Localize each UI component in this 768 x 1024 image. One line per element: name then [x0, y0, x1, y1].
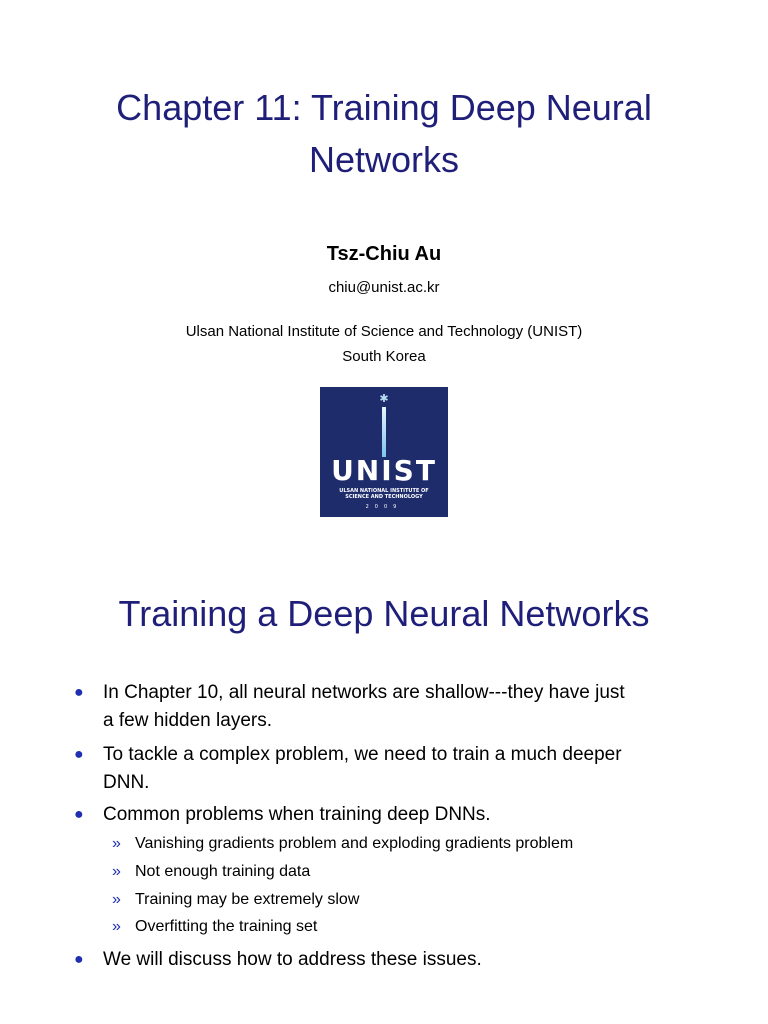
author-email: chiu@unist.ac.kr	[328, 279, 440, 296]
bullet-dot-icon: ●	[74, 951, 84, 968]
institution-name: Ulsan National Institute of Science and …	[185, 323, 583, 340]
subbullet-chevron-icon: »	[112, 918, 121, 935]
bullet-text: We will discuss how to address these iss…	[103, 949, 482, 970]
bullet-text-continued: DNN.	[103, 772, 150, 793]
logo-star-icon: ✱	[379, 393, 389, 405]
slide-title-line-2: Networks	[308, 139, 460, 180]
logo-subtitle-line-2: SCIENCE AND TECHNOLOGY	[345, 494, 423, 500]
subbullet-text: Vanishing gradients problem and explodin…	[135, 835, 574, 852]
subbullet-chevron-icon: »	[112, 863, 121, 880]
subbullet-item: » Vanishing gradients problem and explod…	[112, 833, 695, 855]
bullet-item: ● In Chapter 10, all neural networks are…	[74, 679, 703, 735]
slide-title: Chapter 11: Training Deep Neural Network…	[60, 82, 708, 186]
subbullet-chevron-icon: »	[112, 835, 121, 852]
logo-year: 2009	[365, 504, 403, 510]
subbullet-text: Training may be extremely slow	[135, 891, 360, 908]
logo-bar	[382, 407, 386, 457]
subbullet-text: Overfitting the training set	[135, 918, 318, 935]
unist-logo: ✱ UNIST ULSAN NATIONAL INSTITUTE OF SCIE…	[320, 387, 448, 517]
bullet-text: Common problems when training deep DNNs.	[103, 804, 491, 825]
bullet-item: ● Common problems when training deep DNN…	[74, 801, 703, 829]
subbullet-item: » Not enough training data	[112, 861, 695, 883]
logo-wordmark: UNIST	[331, 454, 437, 487]
institution-country: South Korea	[342, 348, 426, 365]
subbullet-item: » Training may be extremely slow	[112, 889, 695, 911]
bullet-dot-icon: ●	[74, 684, 84, 701]
bullet-dot-icon: ●	[74, 746, 84, 763]
author-name: Tsz-Chiu Au	[326, 243, 442, 265]
bullet-dot-icon: ●	[74, 806, 84, 823]
subbullet-chevron-icon: »	[112, 891, 121, 908]
logo-subtitle-line-1: ULSAN NATIONAL INSTITUTE OF	[339, 488, 429, 494]
slide-title-line-1: Chapter 11: Training Deep Neural	[116, 87, 652, 128]
bullet-text-continued: a few hidden layers.	[103, 710, 272, 731]
logo-subtitle: ULSAN NATIONAL INSTITUTE OF SCIENCE AND …	[320, 488, 448, 500]
bullet-item: ● To tackle a complex problem, we need t…	[74, 741, 703, 797]
bullet-text: To tackle a complex problem, we need to …	[103, 744, 622, 765]
section-title: Training a Deep Neural Networks	[118, 593, 650, 634]
institution: Ulsan National Institute of Science and …	[0, 319, 768, 369]
bullet-item: ● We will discuss how to address these i…	[74, 946, 703, 974]
subbullet-item: » Overfitting the training set	[112, 916, 695, 938]
subbullet-text: Not enough training data	[135, 863, 311, 880]
bullet-text: In Chapter 10, all neural networks are s…	[103, 682, 625, 703]
